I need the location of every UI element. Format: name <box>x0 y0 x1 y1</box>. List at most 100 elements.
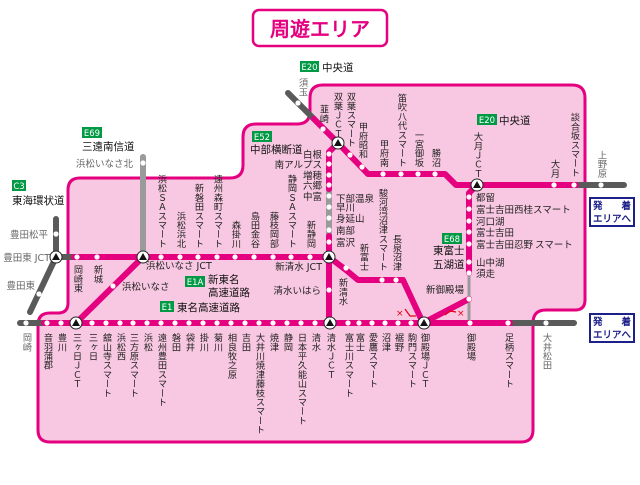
station-label[interactable]: 新城 <box>92 264 104 284</box>
station-label[interactable]: 早川 <box>336 203 355 214</box>
station-label[interactable]: 豊田東 JCT <box>3 252 50 264</box>
station-label[interactable]: 新清水 JCT <box>275 261 322 273</box>
station-label[interactable]: 一宮御坂 <box>413 130 425 168</box>
station-label[interactable]: 豊川 <box>56 332 68 351</box>
station-label[interactable]: 三ヶ日 <box>87 333 99 361</box>
station-label[interactable]: 音羽蒲郡 <box>42 332 54 371</box>
station-label[interactable]: 清水いはら <box>273 285 321 297</box>
station-label[interactable]: 双葉スマート <box>345 92 357 147</box>
station-label[interactable]: 吉田 <box>240 333 252 352</box>
station-label[interactable]: 談合坂スマート <box>569 112 581 177</box>
station-label[interactable]: 菊川 <box>212 333 224 351</box>
station-label[interactable]: 富士川スマート <box>343 332 355 397</box>
station-label[interactable]: 豊田松平 <box>10 229 49 241</box>
station-label[interactable]: 河口湖 <box>476 216 505 228</box>
station-label[interactable]: 須走 <box>476 269 496 280</box>
station-label[interactable]: 大井川焼津藤枝スマート <box>254 332 266 434</box>
station-label[interactable]: 愛鷹スマート <box>367 332 379 388</box>
exit-area-button-chuo[interactable]: 発 着 エリアへ <box>589 197 635 227</box>
station-label[interactable]: 新静岡 <box>305 219 317 248</box>
station-label[interactable]: 三方原スマート <box>128 333 140 397</box>
station-label[interactable]: 富士 <box>354 332 366 351</box>
station-label[interactable]: 山中湖 <box>476 257 505 269</box>
station-label[interactable]: 大井松田 <box>541 332 553 371</box>
title-box: 周遊エリア <box>251 8 389 48</box>
station-label[interactable]: 勝沼 <box>430 148 442 168</box>
station-label[interactable]: 浜松いなさ北 <box>76 158 134 170</box>
station-label[interactable]: 遠州豊田スマート <box>156 332 168 407</box>
station-label[interactable]: 清水ＪＣＴ <box>325 332 337 379</box>
route-code: C3 <box>13 182 24 192</box>
station-label[interactable]: 浜松 <box>142 333 154 352</box>
station-label[interactable]: スマート <box>535 240 573 251</box>
station-label[interactable]: 富士吉田 <box>476 227 514 239</box>
station-label[interactable]: 長泉沼津 <box>391 234 403 272</box>
station-label[interactable]: 焼津 <box>268 332 280 352</box>
station-label[interactable]: 韮崎 <box>318 104 330 123</box>
station-label[interactable]: 豊田東 <box>6 280 35 292</box>
station-label[interactable]: 静岡 <box>282 332 294 352</box>
station-label[interactable]: 袋井 <box>184 332 196 352</box>
station-label[interactable]: 都留 <box>476 192 495 204</box>
station-label[interactable]: 藤枝岡部 <box>268 210 280 249</box>
station-label[interactable]: 三ヶ日ＪＣＴ <box>71 333 83 388</box>
station-label[interactable]: 掛川 <box>198 332 210 351</box>
station-label[interactable]: 御殿場ＪＣＴ <box>419 332 431 388</box>
station-label[interactable]: 舘山寺スマート <box>101 332 113 397</box>
route-badge-higashi_fuji: E68 <box>442 233 462 245</box>
station-label[interactable]: 岡崎東 <box>72 265 84 293</box>
station-label[interactable]: 大月 <box>549 159 561 179</box>
station-label[interactable]: 下部温泉 <box>336 193 375 205</box>
station-label[interactable]: 駒門スマート <box>406 332 418 388</box>
station-label[interactable]: 沼津 <box>380 333 392 352</box>
station-label[interactable]: 南部 <box>336 225 355 237</box>
station-label[interactable]: 浜松西 <box>115 333 127 361</box>
route-badge-chubu_odan: E52 <box>252 131 272 143</box>
station-label[interactable]: 浜松浜北 <box>175 211 187 249</box>
station-label[interactable]: 富士吉田忍野 <box>476 239 534 251</box>
station-label[interactable]: 相良牧之原 <box>226 332 238 379</box>
station-label[interactable]: 白根 <box>303 149 323 161</box>
exit-button-line2: エリアへ <box>593 214 632 225</box>
station-label[interactable]: 新富士 <box>358 242 370 271</box>
station-label[interactable]: 身延山 <box>336 213 365 225</box>
station-label[interactable]: 甲府昭和 <box>357 122 369 160</box>
station-label[interactable]: 上野原 <box>596 150 608 178</box>
station-label[interactable]: 浜松ＳＡスマート <box>156 174 168 248</box>
route-name: 東富士 <box>433 244 465 257</box>
station-label[interactable]: 甲府南 <box>378 139 390 167</box>
station-label[interactable]: 遠州森町スマート <box>212 173 224 248</box>
station-label[interactable]: 増穂 <box>303 170 323 182</box>
station-label[interactable]: 裾野 <box>393 332 405 351</box>
interchange-dot <box>393 277 399 283</box>
station-label[interactable]: 富士吉田西桂スマート <box>476 204 571 216</box>
station-label[interactable]: 双葉ＪＣＴ <box>332 92 344 138</box>
station-label[interactable]: 浜松いなさ JCT <box>146 260 212 272</box>
station-label[interactable]: 足柄スマート <box>503 333 515 388</box>
interchange-dot <box>103 320 109 326</box>
station-label[interactable]: 静岡ＳＡスマート <box>286 173 298 248</box>
station-label[interactable]: 南アルプス <box>275 159 322 171</box>
station-label[interactable]: 御殿場 <box>465 332 477 361</box>
station-label[interactable]: 須玉 <box>297 78 309 96</box>
exit-area-button-tomei[interactable]: 発 着 エリアへ <box>589 313 635 343</box>
station-label[interactable]: 浜松いなさ <box>122 281 170 293</box>
station-label[interactable]: 駿河湾沼津スマート <box>377 187 389 271</box>
station-label[interactable]: 森掛川 <box>230 219 242 248</box>
exit-button-line1: 発 着 <box>592 316 632 328</box>
station-label[interactable]: 中富 <box>303 191 322 203</box>
station-label[interactable]: 清水 <box>310 332 322 351</box>
station-label[interactable]: 島田金谷 <box>249 210 261 249</box>
station-label[interactable]: 富沢 <box>336 237 356 249</box>
station-label[interactable]: 六郷 <box>303 180 323 192</box>
station-label[interactable]: 新磐田スマート <box>193 183 205 248</box>
interchange-dot <box>326 193 332 199</box>
station-label[interactable]: 日本平久能山スマート <box>296 333 308 425</box>
interchange-dot <box>195 254 201 260</box>
station-label[interactable]: 笛吹八代スマート <box>396 92 408 167</box>
station-label[interactable]: 大月ＪＣＴ <box>472 131 484 178</box>
station-label[interactable]: 磐田 <box>170 332 182 352</box>
station-label[interactable]: 新御殿場 <box>426 284 465 296</box>
station-label[interactable]: 岡崎 <box>21 333 33 351</box>
station-label[interactable]: 新清水 <box>337 277 349 306</box>
